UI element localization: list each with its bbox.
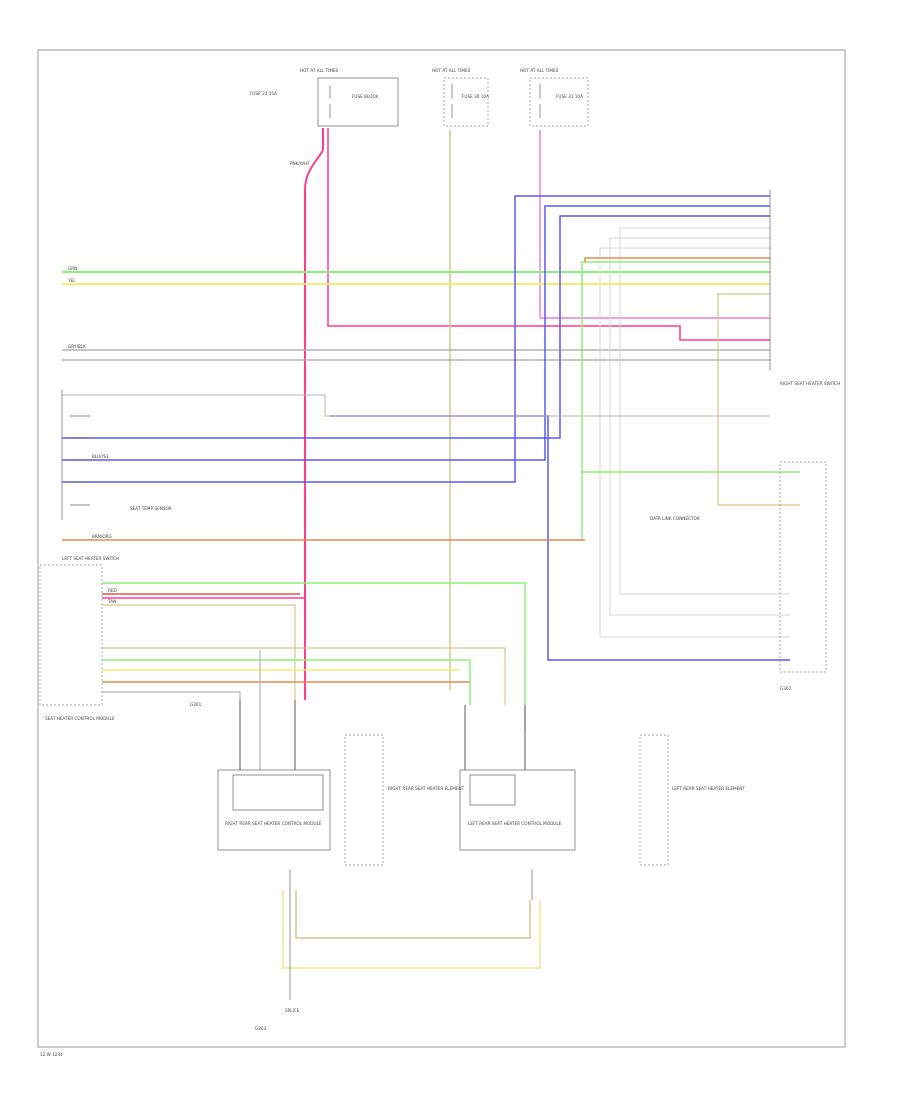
wire-green-3 [102,659,471,705]
fuse-1-label: HOT AT ALL TIMES [300,68,339,73]
wire-blue-4 [330,415,790,661]
ground-bottom-label: G303 [255,1026,267,1031]
wire-lightgray-1 [619,227,790,595]
right-harness-label: RIGHT SEAT HEATER SWITCH [780,381,840,386]
left-rear-control-label: LEFT REAR SEAT HEATER CONTROL MODULE [468,821,562,826]
wire-blue-1 [62,195,770,483]
left-rear-control-module: LEFT REAR SEAT HEATER CONTROL MODULE [459,769,576,851]
ground-bottom: G303 SPLICE [255,1008,300,1031]
right-rear-element-label: RIGHT REAR SEAT HEATER ELEMENT [388,786,465,791]
left-rear-element-label: LEFT REAR SEAT HEATER ELEMENT [672,786,745,791]
right-rear-element: RIGHT REAR SEAT HEATER ELEMENT [344,734,465,866]
left-seat-switch: LEFT SEAT HEATER SWITCH SEAT TEMP SENSOR [61,390,172,561]
diagram-footer-code: 12 W 1234 [40,1052,63,1057]
seat-module-label: SEAT HEATER CONTROL MODULE [45,716,115,721]
fuse-1-block: FUSE BLOCK [352,94,378,99]
wire-gray-3 [102,650,261,770]
wire-label-orange: BRN/ORG [92,534,112,539]
wire-green-right [581,261,800,540]
wire-label-yellow: YEL [67,278,76,283]
wire-lightgray-3 [599,247,790,638]
wire-pink-2 [327,128,770,341]
wire-tan-3 [102,647,506,705]
wire-orange-1 [62,257,770,541]
left-rear-element: LEFT REAR SEAT HEATER ELEMENT [639,734,745,866]
wire-label-tan: TAN [107,599,116,604]
ground-main-label: G301 [190,702,202,707]
wire-green-2 [102,582,526,730]
wire-label-blue: BLU/YEL [92,454,110,459]
wire-lightgray-2 [609,237,790,616]
right-seat-sensor: DATA LINK CONNECTOR G302 [650,461,827,691]
fuse-block-3: HOT AT ALL TIMES FUSE 31 10A [520,68,589,127]
wire-label-green: GRN [68,266,77,271]
left-switch-label: LEFT SEAT HEATER SWITCH [62,556,119,561]
fuse-2-label: HOT AT ALL TIMES [432,68,471,73]
wire-blue-3 [62,215,770,439]
fuse-2-name: FUSE 30 10A [462,94,489,99]
wire-bottom-ground [289,870,533,1000]
wire-pink-1 [304,128,324,700]
wire-gray-short [62,394,770,417]
seat-heater-module: SEAT HEATER CONTROL MODULE G301 [39,564,202,721]
wire-pink-3 [539,130,770,319]
wire-yellow-loop [282,890,541,969]
right-rear-control-module: RIGHT REAR SEAT HEATER CONTROL MODULE [217,769,331,851]
dlc-label: DATA LINK CONNECTOR [650,516,700,521]
diagram-frame [37,49,846,1048]
wire-label-red: RED [108,588,117,593]
fuse-block-1: HOT AT ALL TIMES FUSE 22 15A FUSE BLOCK [250,68,399,127]
splice-label: SPLICE [285,1008,300,1013]
sensor-label: SEAT TEMP SENSOR [130,506,172,511]
right-rear-control-label: RIGHT REAR SEAT HEATER CONTROL MODULE [225,821,322,826]
wire-label-gray: GRY/BLK [68,344,86,349]
wire-tan-2 [102,604,296,700]
wire-blue-2 [62,205,770,461]
fuse-3-label: HOT AT ALL TIMES [520,68,559,73]
fuse-1-name: FUSE 22 15A [250,91,277,96]
wire-gray-drop [239,700,526,770]
right-harness-connector: RIGHT SEAT HEATER SWITCH [769,190,840,386]
fuse-block-2: HOT AT ALL TIMES FUSE 30 10A [432,68,489,127]
wire-tan-loop [295,890,531,939]
wire-tan-right [717,293,800,506]
ground-right-label: G302 [780,686,792,691]
fuse-3-name: FUSE 31 10A [556,94,583,99]
wire-label-pink: PNK/WHT [290,161,310,166]
